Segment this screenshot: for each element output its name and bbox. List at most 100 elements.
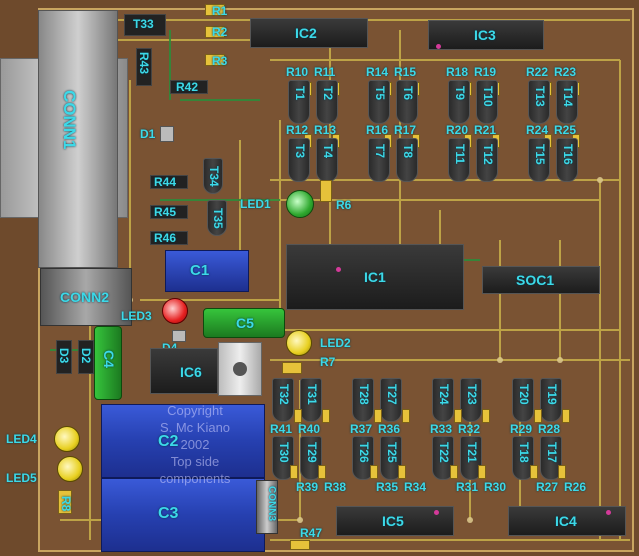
resistor-label-r23: R23	[554, 65, 577, 79]
d3-label: D3	[57, 348, 71, 364]
ic3-label: IC3	[474, 27, 496, 43]
transistor-t21	[460, 436, 482, 480]
transistor-t24	[432, 378, 454, 422]
c5-capacitor	[203, 308, 285, 338]
transistor-t23	[460, 378, 482, 422]
r6-part	[320, 180, 332, 202]
led5-part	[57, 456, 83, 482]
transistor-t12	[476, 138, 498, 182]
transistor-label-t1: T1	[293, 86, 307, 101]
r46-part	[150, 231, 188, 245]
r7-label: R7	[320, 355, 336, 369]
transistor-t29	[300, 436, 322, 480]
resistor-label-r17: R17	[394, 123, 417, 137]
watermark-line-4: Top side	[170, 454, 220, 469]
transistor-label-t22: T22	[437, 442, 451, 463]
ic4-label: IC4	[555, 513, 577, 529]
r42-part	[170, 80, 208, 94]
r44-part	[150, 175, 188, 189]
transistor-label-t15: T15	[533, 144, 547, 165]
t34-label: T34	[207, 166, 221, 187]
resistor-label-r34: R34	[404, 480, 427, 494]
transistor-t22	[432, 436, 454, 480]
resistor-label-r28: R28	[538, 422, 561, 436]
r1-part	[205, 4, 225, 16]
resistor-label-r25: R25	[554, 123, 577, 137]
r45-label: R45	[154, 205, 177, 219]
t35-label: T35	[211, 208, 225, 229]
ic1-label: IC1	[364, 269, 386, 285]
resistor-label-r41: R41	[270, 422, 293, 436]
resistor-label-r20: R20	[446, 123, 469, 137]
resistor-label-r13: R13	[314, 123, 337, 137]
copyright-watermark: Copyright S. Mc Kiano 2002 Top side comp…	[135, 402, 255, 487]
ic3-pin1-marker	[436, 44, 441, 49]
transistor-label-t2: T2	[321, 86, 335, 101]
transistor-t26	[352, 436, 374, 480]
transistor-t8	[396, 138, 418, 182]
transistor-label-t27: T27	[385, 384, 399, 405]
conn1-label: CONN1	[60, 90, 79, 150]
resistor-label-r31: R31	[456, 480, 479, 494]
resistor-r37	[374, 409, 382, 423]
transistor-t9	[448, 80, 470, 124]
resistor-label-r18: R18	[446, 65, 469, 79]
transistor-t15	[528, 138, 550, 182]
conn2-connector	[40, 268, 132, 326]
resistor-r38	[318, 465, 326, 479]
c5-label: C5	[236, 315, 254, 331]
r45-part	[150, 205, 188, 219]
ic5-pin1-marker	[434, 510, 439, 515]
c4-capacitor	[94, 326, 122, 400]
watermark-line-5: components	[159, 471, 231, 486]
resistor-r33	[454, 409, 462, 423]
r7-part	[282, 362, 302, 374]
conn2-label: CONN2	[60, 289, 110, 305]
transistor-t17	[540, 436, 562, 480]
r47-label: R47	[300, 526, 323, 540]
r2-label: R2	[212, 25, 228, 39]
t34-part	[203, 158, 223, 194]
c4-label: C4	[101, 350, 117, 368]
resistor-label-r40: R40	[298, 422, 321, 436]
resistor-r34	[398, 465, 406, 479]
soc1-socket	[482, 266, 600, 294]
r43-label: R43	[137, 52, 151, 75]
transistor-t11	[448, 138, 470, 182]
ic1-pin1-marker	[336, 267, 341, 272]
transistor-t28	[352, 378, 374, 422]
d2-label: D2	[79, 348, 93, 364]
led2-label: LED2	[320, 336, 351, 350]
c1-label: C1	[190, 262, 210, 279]
resistor-r40	[322, 409, 330, 423]
resistor-label-r38: R38	[324, 480, 347, 494]
transistor-label-t16: T16	[561, 144, 575, 165]
r44-label: R44	[154, 175, 177, 189]
c3-capacitor	[101, 478, 265, 552]
watermark-line-1: Copyright	[167, 403, 223, 418]
resistor-label-r14: R14	[366, 65, 389, 79]
r3-part	[205, 54, 225, 66]
resistor-label-r39: R39	[296, 480, 319, 494]
ic2-chip	[250, 18, 368, 48]
transistor-label-t13: T13	[533, 86, 547, 107]
soc1-label: SOC1	[516, 272, 555, 288]
resistor-label-r10: R10	[286, 65, 309, 79]
resistor-r41	[294, 409, 302, 423]
resistor-label-r22: R22	[526, 65, 549, 79]
transistor-t20	[512, 378, 534, 422]
ic4-pin1-marker	[606, 510, 611, 515]
resistor-r39	[290, 465, 298, 479]
transistor-label-t10: T10	[481, 86, 495, 107]
ic6-label: IC6	[180, 364, 202, 380]
transistor-label-t8: T8	[401, 144, 415, 159]
resistor-label-r21: R21	[474, 123, 497, 137]
transistor-label-t28: T28	[357, 384, 371, 405]
resistor-label-r11: R11	[314, 65, 336, 79]
resistor-r31	[450, 465, 458, 479]
transistor-label-t20: T20	[517, 384, 531, 405]
transistor-t18	[512, 436, 534, 480]
led4-part	[54, 426, 80, 452]
transistor-label-t26: T26	[357, 442, 371, 463]
